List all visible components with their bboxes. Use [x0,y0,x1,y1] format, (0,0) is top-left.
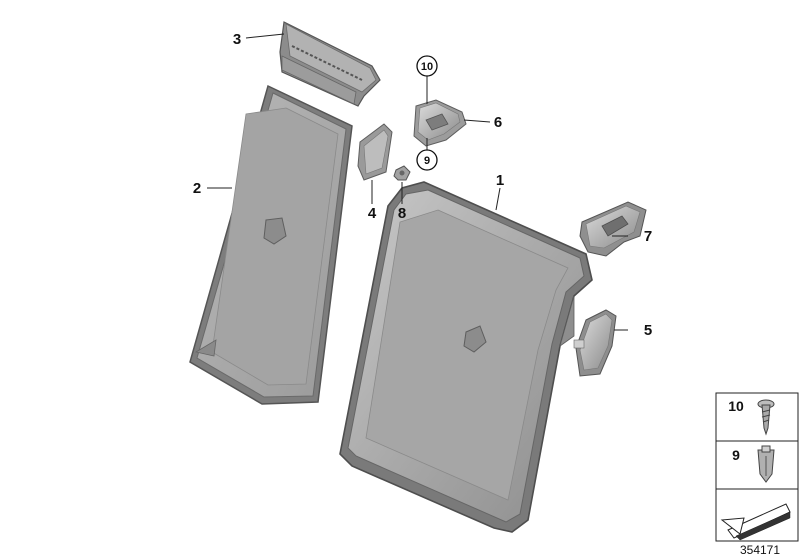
callout-8: 8 [398,205,406,222]
part-2-side-panel [189,84,353,405]
callout-4: 4 [368,205,377,222]
part-1-backrest-panel [339,181,593,533]
direction-arrow-icon [720,503,791,541]
legend-row-9: 9 [732,445,775,483]
screw-icon [757,399,775,436]
callout-1: 1 [496,172,504,189]
callout-7: 7 [644,228,652,245]
svg-text:10: 10 [421,61,433,73]
circled-callout-10: 10 [416,55,438,77]
callout-labels: 1 2 3 4 5 6 7 8 [193,31,652,339]
part-3-trim-cover [279,21,381,107]
callout-3: 3 [233,31,241,48]
part-8-nut [393,165,411,181]
callout-2: 2 [193,180,201,197]
callout-6: 6 [494,114,502,131]
part-6-handle-cover [413,99,467,147]
callout-5: 5 [644,322,652,339]
diagram-id: 354171 [740,543,780,557]
fastener-legend: 10 9 [715,392,799,542]
legend-number: 9 [732,447,740,463]
legend-row-10: 10 [728,398,775,436]
svg-text:9: 9 [424,155,430,167]
circled-callout-9: 9 [416,149,438,171]
part-7-hook-latch [579,201,647,257]
legend-number: 10 [728,398,744,414]
part-5-side-bracket [573,309,617,377]
clip-nut-icon [757,445,775,483]
leader-lines [207,33,628,331]
part-4-bracket [357,123,393,181]
